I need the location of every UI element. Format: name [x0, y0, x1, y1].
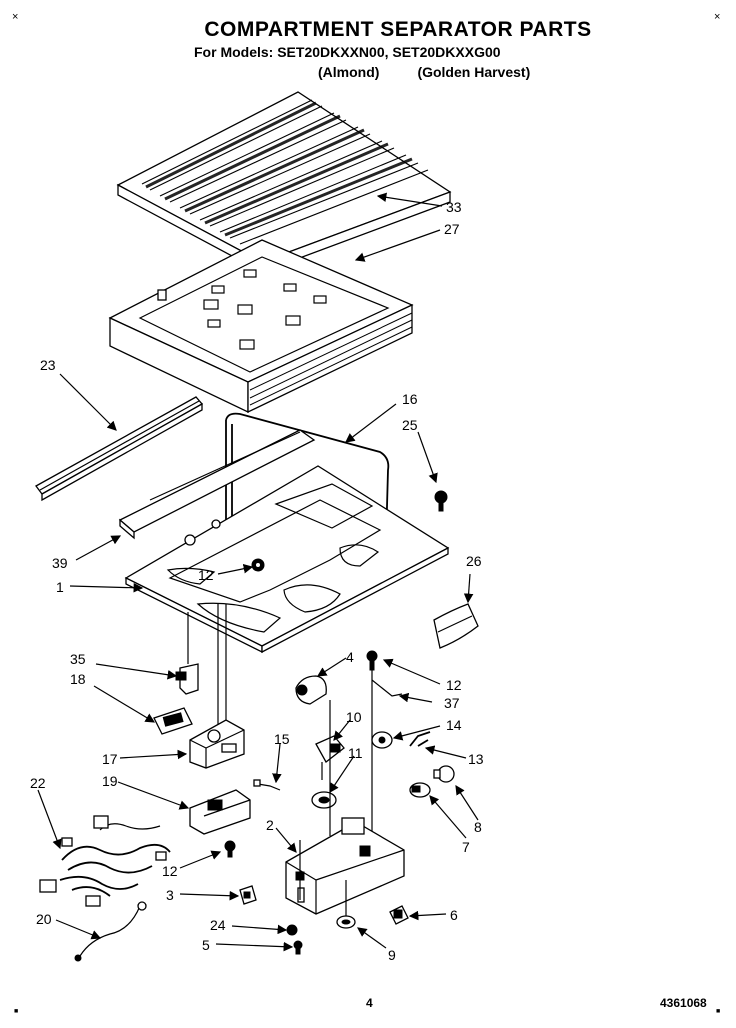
- callout-8: 8: [474, 819, 482, 835]
- part-1-separator-panel: [124, 465, 450, 654]
- page-number: 4: [366, 996, 373, 1010]
- part-11-knob: [311, 700, 337, 836]
- callout-numbers: 33 27 23 16 25 39 12 1 26 35 4 12 18 37 …: [30, 199, 484, 963]
- part-33-shelf-grille: [116, 91, 452, 274]
- part-12-screw-left: [224, 840, 236, 858]
- callout-37: 37: [444, 695, 460, 711]
- corner-mark-top-left: ×: [12, 11, 19, 23]
- callout-19: 19: [102, 773, 118, 789]
- callout-33: 33: [446, 199, 462, 215]
- part-35-clip: [175, 663, 199, 695]
- part-39-front-bracket: [118, 429, 316, 540]
- callout-27: 27: [444, 221, 460, 237]
- part-15-wire: [253, 779, 281, 791]
- corner-mark-bottom-right: ■: [716, 1008, 721, 1015]
- part-3-terminal: [239, 885, 257, 905]
- part-24-screw: [286, 924, 298, 936]
- corner-mark-bottom-left: ■: [14, 1008, 19, 1015]
- callout-15: 15: [274, 731, 290, 747]
- callout-25: 25: [402, 417, 418, 433]
- callout-12-upper: 12: [198, 567, 214, 583]
- callout-20: 20: [36, 911, 52, 927]
- callout-9: 9: [388, 947, 396, 963]
- part-20-lead-wire: [74, 901, 147, 962]
- page-title: COMPARTMENT SEPARATOR PARTS: [204, 18, 592, 41]
- color-variants: (Almond) (Golden Harvest): [318, 64, 530, 80]
- callout-23: 23: [40, 357, 56, 373]
- part-27-floor-tray: [108, 239, 414, 414]
- part-7-socket: [409, 782, 431, 798]
- callout-26: 26: [466, 553, 482, 569]
- callout-16: 16: [402, 391, 418, 407]
- callout-2: 2: [266, 817, 274, 833]
- part-8-bulb: [433, 765, 455, 783]
- callout-18: 18: [70, 671, 86, 687]
- part-23-trim-strip: [35, 396, 204, 502]
- part-22-wire-harness: [39, 815, 171, 907]
- part-26-cover: [433, 603, 479, 649]
- callout-11: 11: [348, 745, 363, 761]
- variant-almond: (Almond): [318, 64, 380, 80]
- callout-39: 39: [52, 555, 68, 571]
- callout-7: 7: [462, 839, 470, 855]
- callout-3: 3: [166, 887, 174, 903]
- callout-14: 14: [446, 717, 462, 733]
- callout-17: 17: [102, 751, 118, 767]
- corner-mark-top-right: ×: [714, 11, 721, 23]
- part-37-bracket: [371, 679, 403, 697]
- callout-6: 6: [450, 907, 458, 923]
- callout-10: 10: [346, 709, 362, 725]
- callout-1: 1: [56, 579, 64, 595]
- part-6-switch: [389, 905, 409, 925]
- variant-golden-harvest: (Golden Harvest): [417, 64, 531, 80]
- callout-35: 35: [70, 651, 86, 667]
- callout-4: 4: [346, 649, 354, 665]
- part-12-screw-right: [366, 650, 378, 840]
- callout-22: 22: [30, 775, 46, 791]
- part-25-screw: [434, 490, 448, 512]
- document-number: 4361068: [660, 996, 707, 1010]
- part-13-wire-lead: [409, 731, 431, 747]
- leader-lines: [37, 192, 479, 952]
- part-9-nut: [336, 880, 356, 929]
- part-17-control-housing: [187, 604, 245, 769]
- part-4-damper: [295, 675, 327, 705]
- callout-13: 13: [468, 751, 484, 767]
- part-18-grille: [153, 707, 193, 735]
- callout-12-right: 12: [446, 677, 462, 693]
- part-5-screw: [293, 940, 303, 955]
- callout-12-left: 12: [162, 863, 178, 879]
- models-line: For Models: SET20DKXXN00, SET20DKXXG00: [194, 44, 501, 60]
- part-19-knob-housing: [189, 789, 251, 835]
- callout-24: 24: [210, 917, 226, 933]
- part-14-socket: [371, 731, 393, 749]
- callout-5: 5: [202, 937, 210, 953]
- part-2-base-housing: [285, 817, 405, 915]
- part-12-screw-upper: [251, 558, 265, 572]
